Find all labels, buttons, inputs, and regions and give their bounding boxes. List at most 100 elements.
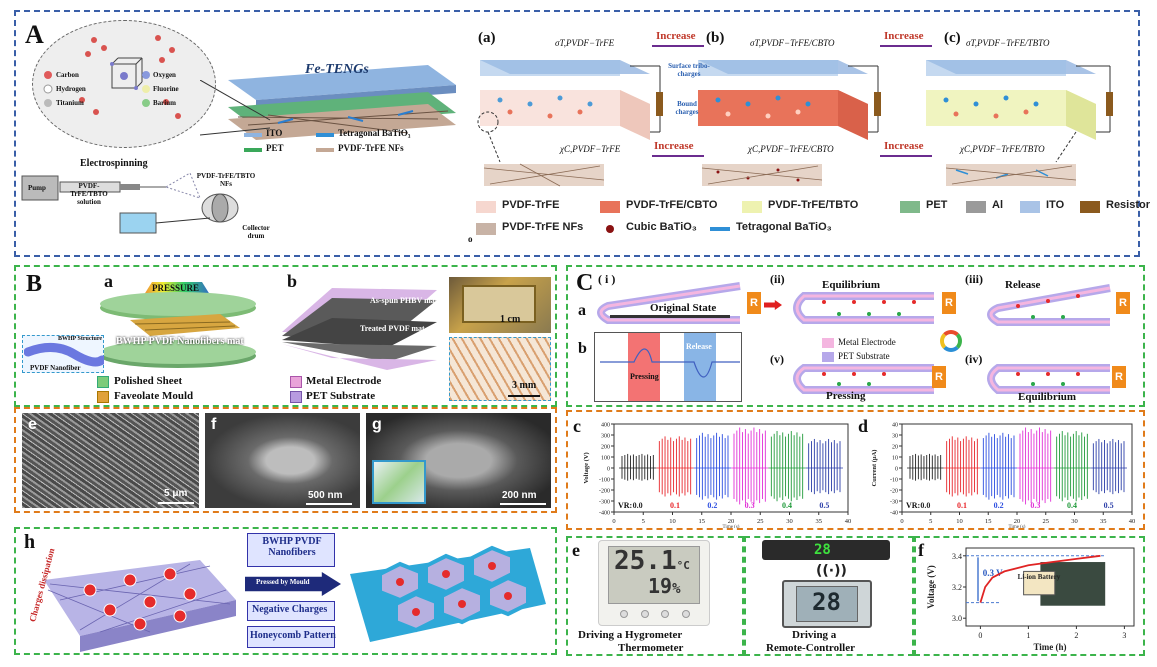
sub-c: (c): [944, 30, 961, 46]
chart-c-ytick-1: 300: [601, 434, 610, 440]
atom-hydrogen: Hydrogen: [56, 85, 86, 93]
hyg-button-4[interactable]: [681, 610, 690, 618]
c-iv: (iv): [965, 352, 983, 366]
chart-f-ytick-0: 3.4: [952, 552, 962, 561]
chart-f-xlabel: Time (h): [1033, 642, 1066, 652]
g-scale: 200 nm: [502, 490, 537, 501]
panel-b-top-frame: [14, 265, 557, 407]
b-sub-a: a: [104, 271, 113, 291]
sub-b: (b): [706, 30, 725, 46]
schematic-b: [698, 60, 881, 186]
hyg-button-2[interactable]: [640, 610, 649, 618]
pressed-label: Pressed by Mould: [256, 578, 310, 586]
f-letter: f: [918, 540, 924, 560]
arrow-4: [880, 155, 932, 157]
remote-top: [762, 540, 890, 560]
temp-readout: 25.1°C: [614, 546, 690, 576]
chart-d-xtick-2: 10: [956, 518, 963, 525]
atom-barium: Barium: [153, 99, 176, 107]
h-nanofibers-label: BWHP PVDF Nanofibers: [262, 536, 322, 558]
hyg-button-3[interactable]: [661, 610, 670, 618]
c-equilibrium-1: Equilibrium: [822, 279, 881, 291]
arrow-1: [652, 45, 704, 47]
chi-c: χC,PVDF−TrFE/TBTO: [960, 144, 1045, 154]
chart-d-vr-4: 0.4: [1067, 501, 1077, 510]
chart-c-vr-5: 0.5: [819, 501, 829, 510]
legend-swatch-1: [600, 201, 620, 213]
chart-c-vr-1: 0.1: [670, 501, 680, 510]
chart-c-vr-2: 0.2: [707, 501, 717, 510]
tetragonal-label: Tetragonal BaTiO₃: [338, 128, 411, 138]
chart-c-ytick-2: 200: [601, 445, 610, 451]
photo-d: [449, 337, 551, 401]
temp-unit: °C: [676, 559, 690, 572]
chart-d-xtick-3: 15: [985, 518, 992, 525]
chart-c-ytick-6: -200: [599, 489, 610, 495]
c-b-pressing: Pressing: [630, 372, 659, 381]
press-diagram: [100, 282, 256, 368]
hyg-button-1[interactable]: [620, 610, 628, 618]
chart-d-vr-label: VR:: [906, 501, 920, 510]
chart-d-xtick-6: 30: [1071, 518, 1078, 525]
legend-label-6: Resistor: [1106, 199, 1151, 211]
fe-teng-device: [228, 65, 456, 140]
chart-d-vr-2: 0.2: [994, 501, 1004, 510]
c-r5: R: [1112, 366, 1126, 388]
chart-c-xlabel: Time (s): [723, 525, 740, 528]
chart-d-ytick-5: -10: [890, 478, 898, 484]
arrow-3: [652, 155, 704, 157]
chart-c-vr-label: VR:: [618, 501, 632, 510]
chi-a: χC,PVDF−TrFE: [560, 144, 621, 154]
c-r1-text: R: [750, 297, 758, 309]
metal-swatch: [290, 376, 302, 388]
remote-display: 28: [812, 588, 841, 616]
faveolate-label: Faveolate Mould: [114, 390, 194, 402]
chi-b: χC,PVDF−TrFE/CBTO: [748, 144, 834, 154]
surface-charges: Surface tribo-charges: [668, 62, 710, 78]
c-eq-device: [793, 292, 934, 324]
chart-c-xtick-3: 15: [699, 518, 706, 525]
chart-d-xtick-8: 40: [1129, 518, 1136, 525]
nfs-label: PVDF-TrFE NFs: [338, 143, 404, 153]
hyg-buttons: [620, 610, 690, 618]
sem-g-letter: g: [372, 416, 382, 433]
sem-g-inset: [372, 460, 426, 504]
molecule-structure: [43, 35, 181, 119]
d-scale: 3 mm: [512, 380, 537, 391]
as-spun-label: As-spun PHBV mat: [370, 296, 438, 305]
sigma-c: σT,PVDF−TrFE/TBTO: [966, 38, 1050, 48]
chart-c-xtick-8: 40: [845, 518, 852, 525]
chart-f-xtick-1: 1: [1026, 631, 1030, 640]
nanofiber-drawing: [24, 343, 104, 367]
chart-d-xtick-5: 25: [1043, 518, 1050, 525]
chart-c-ytick-5: -100: [599, 478, 610, 484]
legend-label-9: Tetragonal BaTiO₃: [736, 221, 832, 233]
chart-f-line: [979, 554, 1101, 603]
legend-swatch-6: [1080, 201, 1100, 213]
pet-swatch: [244, 148, 262, 152]
charts-cd-frame: [566, 410, 1145, 530]
sub-a: (a): [478, 30, 496, 46]
atom-titanium: Titanium: [56, 99, 84, 107]
legend-swatch-9: [710, 227, 730, 231]
pet-label: PET: [266, 143, 284, 153]
chart-d-xtick-0: 0: [900, 518, 903, 525]
legend-swatch-4: [966, 201, 986, 213]
mat-label: BWHP PVDF Nanofibers mat: [116, 336, 244, 347]
electrospinning-label: Electrospinning: [80, 158, 148, 169]
chart-d-ytick-2: 20: [892, 445, 898, 451]
molecule-circle: [32, 20, 216, 148]
panel-remote-frame: [744, 536, 914, 656]
atom-fluorine: Fluorine: [153, 85, 179, 93]
c-original: Original State: [650, 302, 717, 314]
h-negative-label: Negative Charges: [252, 604, 328, 615]
c-eq2-device: [987, 364, 1110, 394]
chart-c-ytick-3: 100: [601, 456, 610, 462]
legend-swatch-2: [742, 201, 762, 213]
hum-unit: %: [672, 581, 681, 597]
c-r2: R: [942, 292, 956, 314]
chart-c-vr-4: 0.4: [782, 501, 792, 510]
chart-f-annotation: 0.3 V: [983, 568, 1003, 578]
atom-oxygen: Oxygen: [153, 71, 176, 79]
